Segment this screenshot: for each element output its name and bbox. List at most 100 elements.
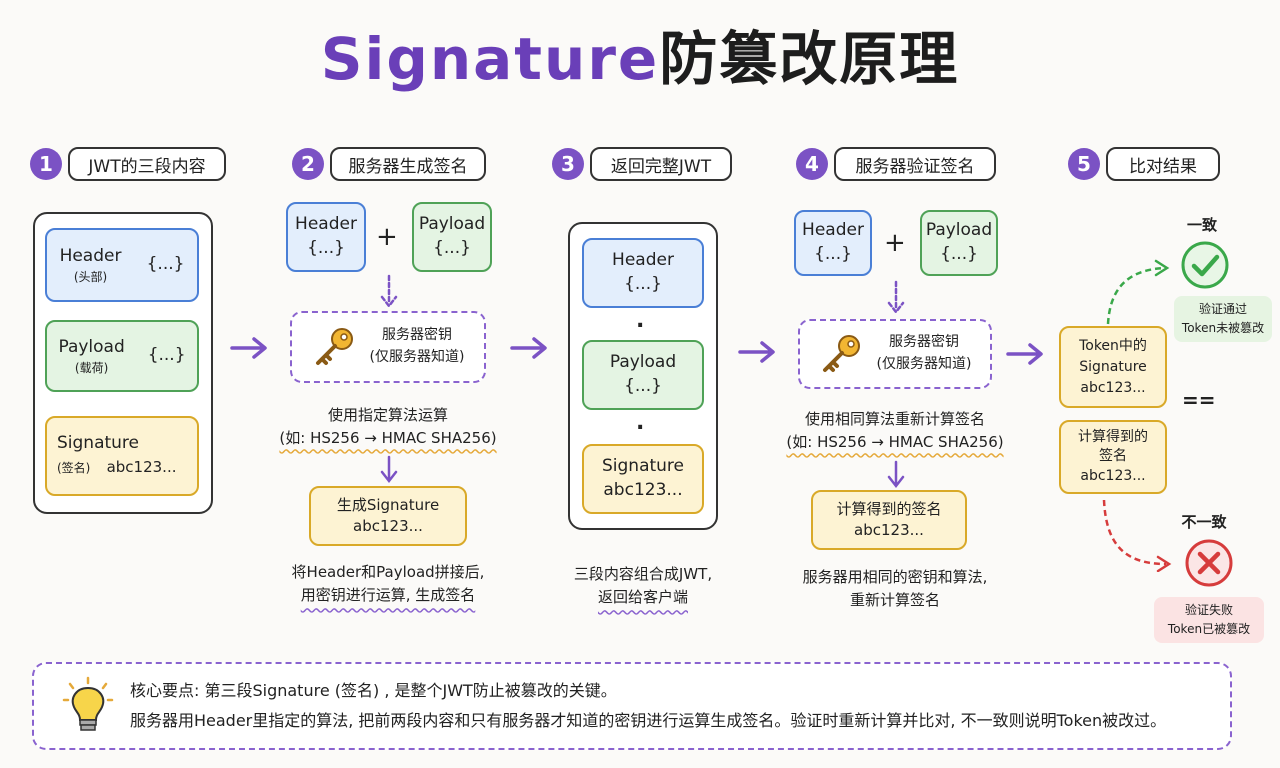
col4-key-line1: 服务器密钥 bbox=[889, 334, 959, 351]
page-title: Signature防篡改原理 bbox=[0, 12, 1280, 96]
col3-note-line1: 三段内容组合成JWT, bbox=[573, 565, 713, 583]
col2-key-line1: 服务器密钥 bbox=[382, 327, 452, 344]
ok-result-box: 验证通过 Token未被篡改 bbox=[1174, 296, 1272, 343]
col3-dot-2: . bbox=[636, 410, 645, 435]
col2-note-line1: 将Header和Payload拼接后, bbox=[291, 563, 485, 581]
ok-line1: 验证通过 bbox=[1198, 302, 1247, 316]
col3-signature-label: Signature bbox=[601, 456, 684, 477]
step-4-number: 4 bbox=[796, 148, 828, 180]
col2-note-line2: 用密钥进行运算, 生成签名 bbox=[300, 586, 476, 605]
token-signature-block: Token中的 Signature abc123... bbox=[1059, 326, 1167, 408]
col4-calc-line2: abc123... bbox=[854, 521, 924, 539]
token-line1: Token中的 bbox=[1079, 337, 1147, 354]
bad-line1: 验证失败 bbox=[1184, 603, 1233, 617]
col3-header-block: Header {...} bbox=[582, 238, 704, 308]
signature-block: Signature (签名) abc123... bbox=[45, 416, 199, 496]
arrow-down-icon bbox=[887, 460, 905, 489]
equals-sign: == bbox=[1182, 388, 1216, 412]
arrow-right-icon bbox=[1006, 343, 1043, 365]
col4-header-block: Header {...} bbox=[794, 210, 872, 276]
key-point-box: 核心要点: 第三段Signature (签名) , 是整个JWT防止被篡改的关键… bbox=[32, 662, 1232, 750]
col4-note-line1: 服务器用相同的密钥和算法, bbox=[802, 568, 988, 586]
col2-algo-line1: 使用指定算法运算 bbox=[327, 406, 448, 424]
col2-note: 将Header和Payload拼接后, 用密钥进行运算, 生成签名 bbox=[266, 561, 510, 608]
cross-icon bbox=[1185, 539, 1233, 587]
calc-line2: 签名 bbox=[1099, 448, 1127, 465]
col3-payload-block: Payload {...} bbox=[582, 340, 704, 410]
arrow-right-icon bbox=[510, 337, 547, 359]
key-icon bbox=[822, 335, 860, 372]
col4-calculated-signature: 计算得到的签名 abc123... bbox=[811, 490, 967, 550]
bad-result-box: 验证失败 Token已被篡改 bbox=[1154, 597, 1264, 644]
col3-dot-1: . bbox=[636, 308, 645, 333]
col2-algo-text: 使用指定算法运算 (如: HS256 → HMAC SHA256) bbox=[266, 404, 510, 451]
bad-label: 不一致 bbox=[1181, 513, 1227, 531]
step-1-number: 1 bbox=[30, 148, 62, 180]
signature-value: abc123... bbox=[106, 458, 177, 476]
col3-payload-label: Payload bbox=[609, 352, 677, 373]
arrow-down-icon bbox=[380, 455, 398, 484]
arrow-right-icon bbox=[738, 341, 775, 363]
key-icon bbox=[315, 328, 353, 365]
col4-payload-label: Payload bbox=[925, 220, 993, 241]
step-2-number: 2 bbox=[292, 148, 324, 180]
col2-header-value: {...} bbox=[307, 238, 345, 258]
col4-calc-line1: 计算得到的签名 bbox=[836, 500, 942, 518]
col3-header-label: Header bbox=[612, 250, 674, 271]
col3-payload-value: {...} bbox=[624, 376, 662, 396]
arrow-down-icon bbox=[380, 274, 398, 309]
col2-plus: + bbox=[376, 222, 398, 252]
col4-payload-value: {...} bbox=[940, 244, 978, 264]
col4-algo-line2: (如: HS256 → HMAC SHA256) bbox=[786, 433, 1004, 452]
step-1-label: JWT的三段内容 bbox=[68, 147, 226, 181]
token-line2: Signature bbox=[1079, 358, 1147, 375]
col2-header-block: Header {...} bbox=[286, 202, 366, 272]
bad-line2: Token已被篡改 bbox=[1167, 622, 1251, 637]
col2-payload-value: {...} bbox=[433, 238, 471, 258]
col4-note: 服务器用相同的密钥和算法, 重新计算签名 bbox=[770, 566, 1020, 613]
key-point-line1: 核心要点: 第三段Signature (签名) , 是整个JWT防止被篡改的关键… bbox=[130, 681, 617, 700]
col4-algo-text: 使用相同算法重新计算签名 (如: HS256 → HMAC SHA256) bbox=[772, 408, 1018, 455]
col3-signature-value: abc123... bbox=[603, 480, 683, 500]
signature-sub: (签名) bbox=[57, 461, 91, 475]
key-point-line2: 服务器用Header里指定的算法, 把前两段内容和只有服务器才知道的密钥进行运算… bbox=[130, 711, 1167, 731]
payload-block: Payload (载荷) {...} bbox=[45, 320, 199, 392]
check-icon bbox=[1181, 241, 1229, 289]
col4-key-box: 服务器密钥 (仅服务器知道) bbox=[798, 319, 992, 389]
col2-payload-block: Payload {...} bbox=[412, 202, 492, 272]
step-2-label: 服务器生成签名 bbox=[330, 147, 486, 181]
col3-signature-block: Signature abc123... bbox=[582, 444, 704, 514]
col4-payload-block: Payload {...} bbox=[920, 210, 998, 276]
calc-line3: abc123... bbox=[1080, 467, 1146, 484]
col2-gen-line1: 生成Signature bbox=[336, 496, 440, 514]
col4-note-line2: 重新计算签名 bbox=[849, 591, 940, 610]
col3-header-value: {...} bbox=[624, 274, 662, 294]
col4-header-value: {...} bbox=[814, 244, 852, 264]
signature-label: Signature bbox=[57, 433, 140, 454]
token-line3: abc123... bbox=[1080, 379, 1146, 396]
col3-note: 三段内容组合成JWT, 返回给客户端 bbox=[548, 563, 738, 610]
payload-value: {...} bbox=[147, 345, 186, 366]
bad-arrow bbox=[1102, 499, 1172, 572]
title-en: Signature bbox=[320, 25, 660, 93]
ok-arrow bbox=[1106, 259, 1170, 325]
calc-line1: 计算得到的 bbox=[1078, 428, 1148, 445]
col4-header-label: Header bbox=[802, 220, 864, 241]
col4-plus: + bbox=[884, 228, 906, 258]
col2-gen-line2: abc123... bbox=[353, 517, 423, 535]
calculated-signature-block: 计算得到的 签名 abc123... bbox=[1059, 420, 1167, 494]
ok-label: 一致 bbox=[1186, 216, 1217, 234]
lightbulb-icon bbox=[62, 676, 114, 731]
title-zh: 防篡改原理 bbox=[659, 25, 960, 93]
col2-key-line2: (仅服务器知道) bbox=[369, 349, 465, 365]
header-block: Header (头部) {...} bbox=[45, 228, 199, 302]
step-5-number: 5 bbox=[1068, 148, 1100, 180]
col4-key-line2: (仅服务器知道) bbox=[876, 356, 972, 372]
step-3-number: 3 bbox=[552, 148, 584, 180]
col2-payload-label: Payload bbox=[418, 214, 486, 235]
payload-sub: (载荷) bbox=[74, 360, 109, 375]
col3-note-line2: 返回给客户端 bbox=[597, 588, 688, 607]
step-4-label: 服务器验证签名 bbox=[834, 147, 996, 181]
arrow-right-icon bbox=[230, 337, 267, 359]
col2-header-label: Header bbox=[295, 214, 357, 235]
